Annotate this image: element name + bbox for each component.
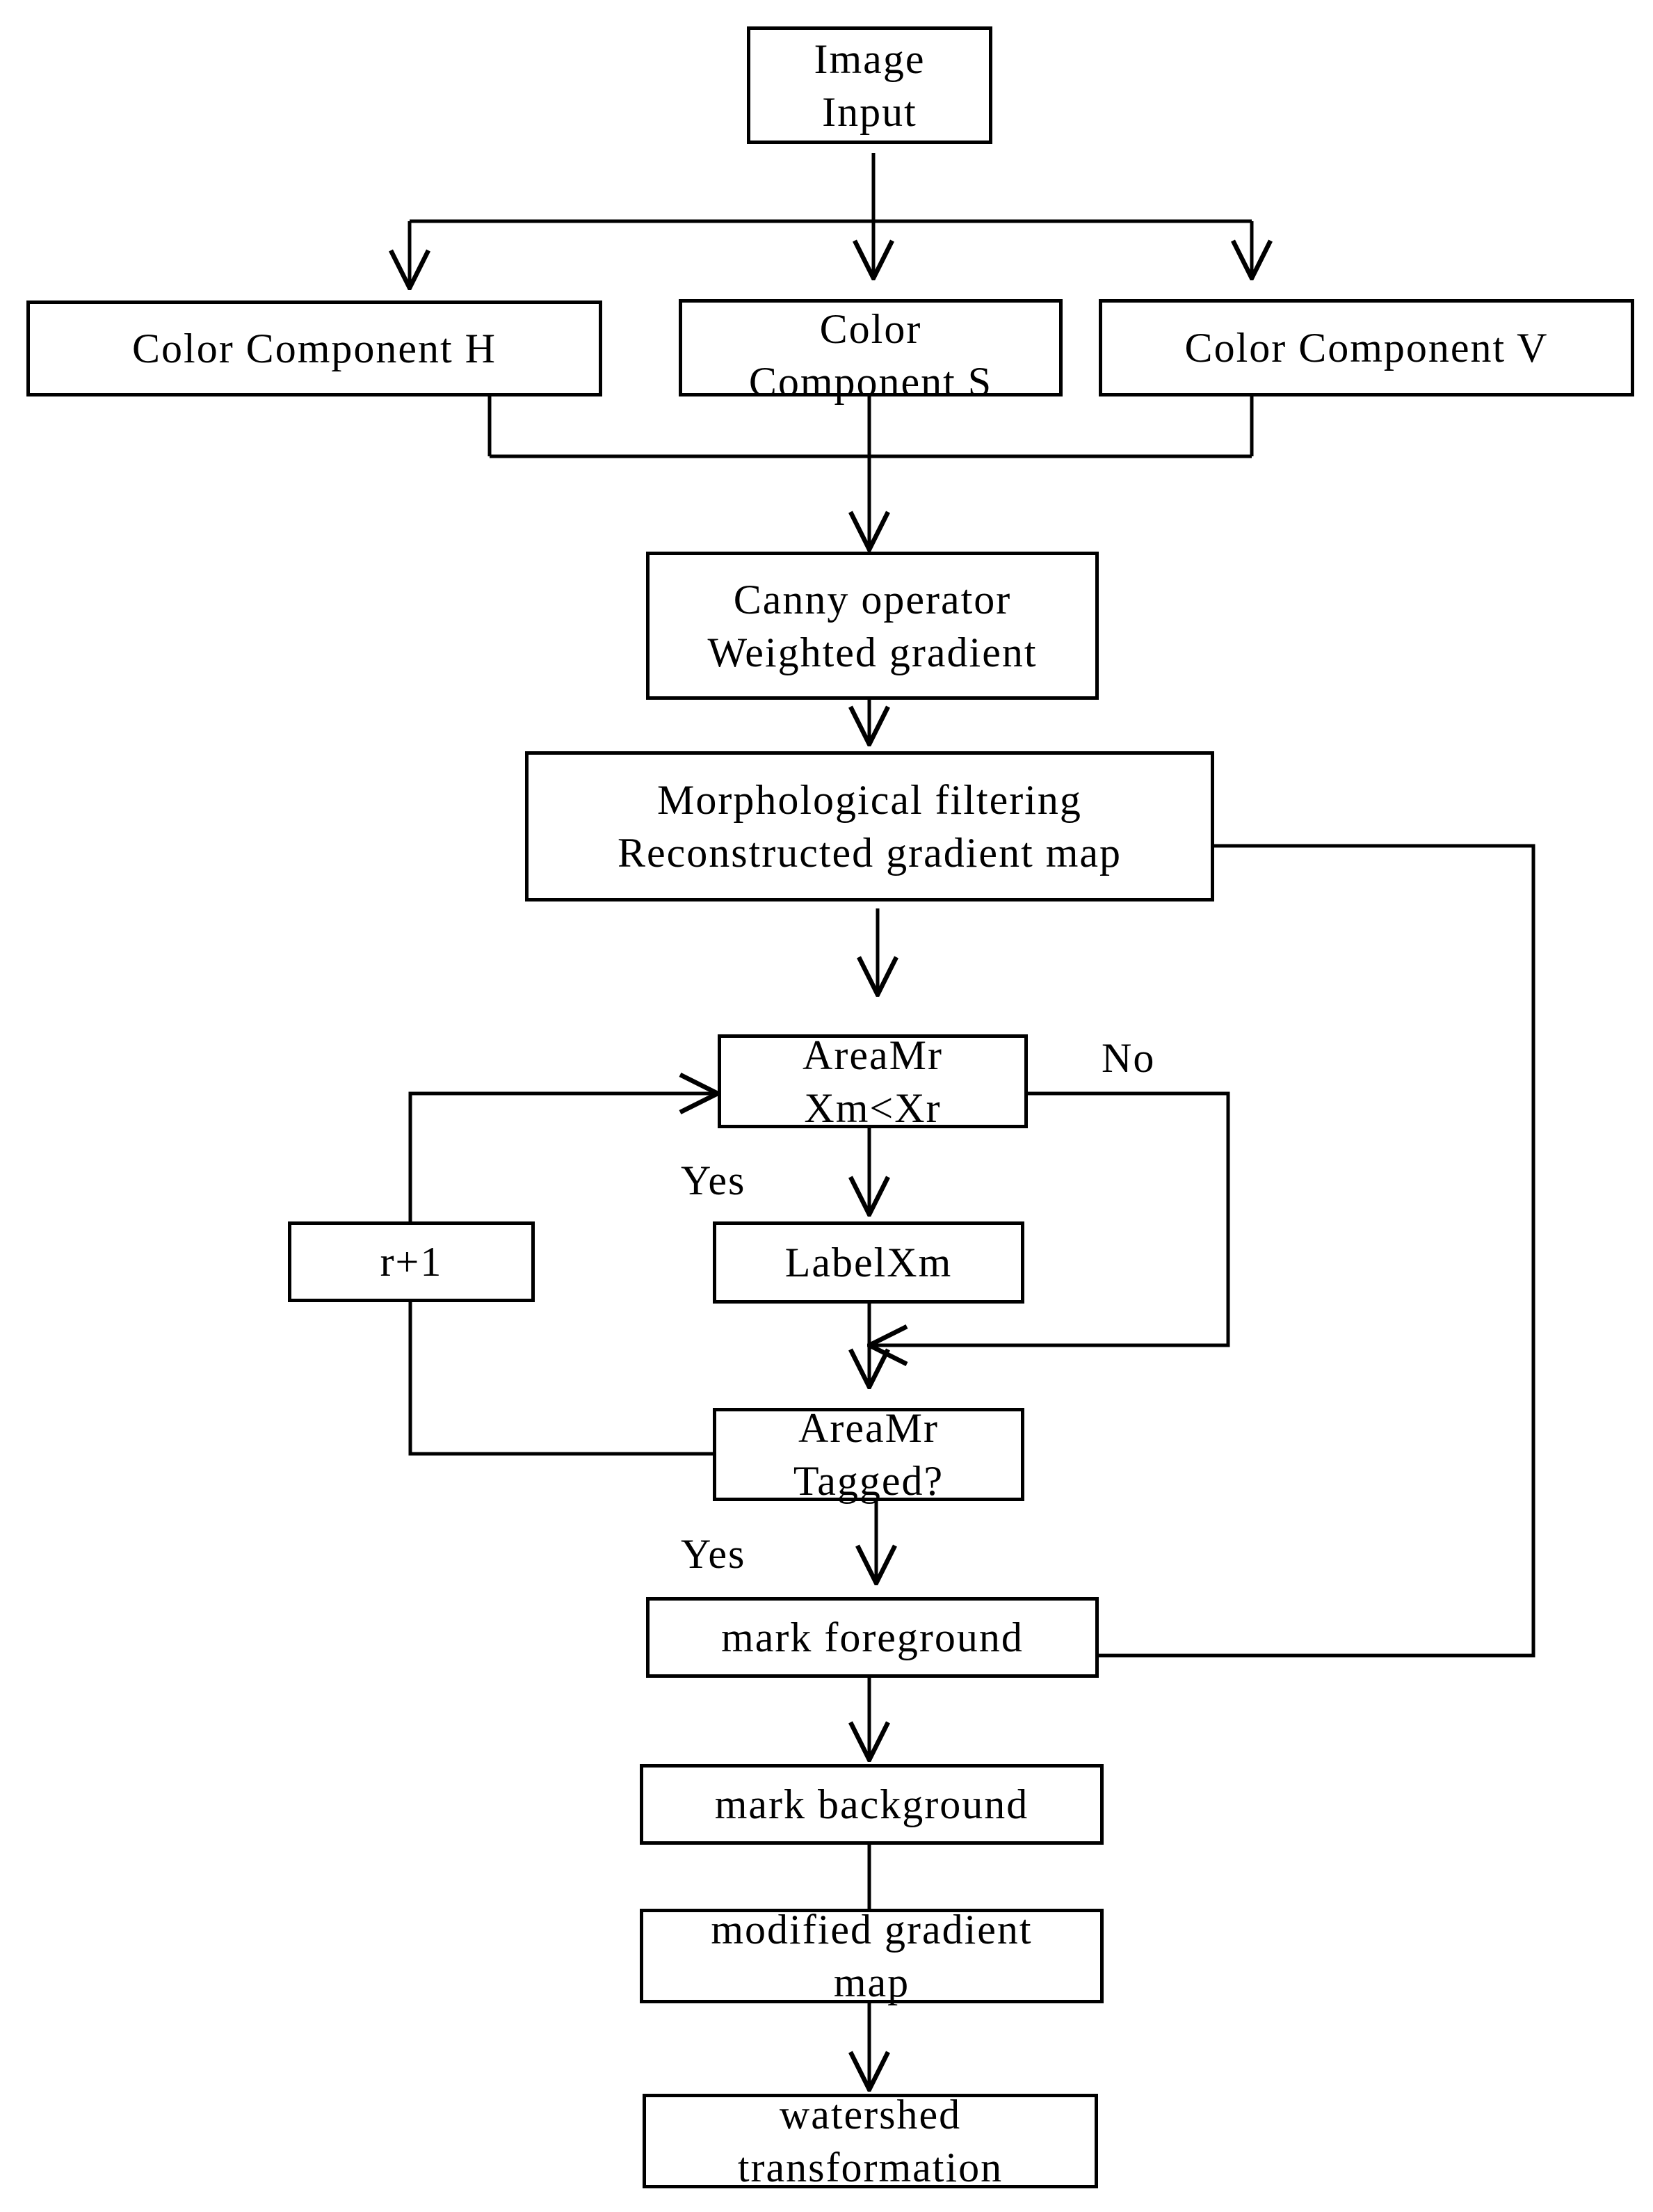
edge-morph-bypass	[1099, 844, 1535, 1658]
edge-no-branch	[869, 1091, 1230, 1345]
edge-loop-to-area	[408, 1093, 718, 1221]
watershed-transformation-node: watershed transformation	[643, 2092, 1098, 2190]
color-component-s-node: Color Component S	[679, 299, 1063, 405]
edge-tagged-to-loop	[408, 1302, 713, 1456]
canny-operator-node: Canny operator Weighted gradient	[646, 552, 1099, 700]
area-compare-node: AreaMr Xm<Xr	[718, 1032, 1028, 1131]
r-plus-1-node: r+1	[288, 1221, 535, 1302]
color-component-v-node: Color Component V	[1099, 299, 1634, 396]
morphological-filtering-node: Morphological filtering Reconstructed gr…	[525, 751, 1214, 901]
mark-foreground-node: mark foreground	[646, 1597, 1099, 1678]
area-tagged-node: AreaMr Tagged?	[713, 1405, 1024, 1504]
image-input-node: Image Input	[747, 26, 992, 144]
yes-edge-label-2: Yes	[681, 1531, 746, 1577]
yes-edge-label-1: Yes	[681, 1157, 746, 1203]
no-edge-label: No	[1102, 1035, 1156, 1081]
modified-gradient-map-node: modified gradient map	[640, 1907, 1104, 2005]
label-xm-node: LabelXm	[713, 1221, 1024, 1304]
mark-background-node: mark background	[640, 1764, 1104, 1845]
color-component-h-node: Color Component H	[26, 300, 602, 396]
